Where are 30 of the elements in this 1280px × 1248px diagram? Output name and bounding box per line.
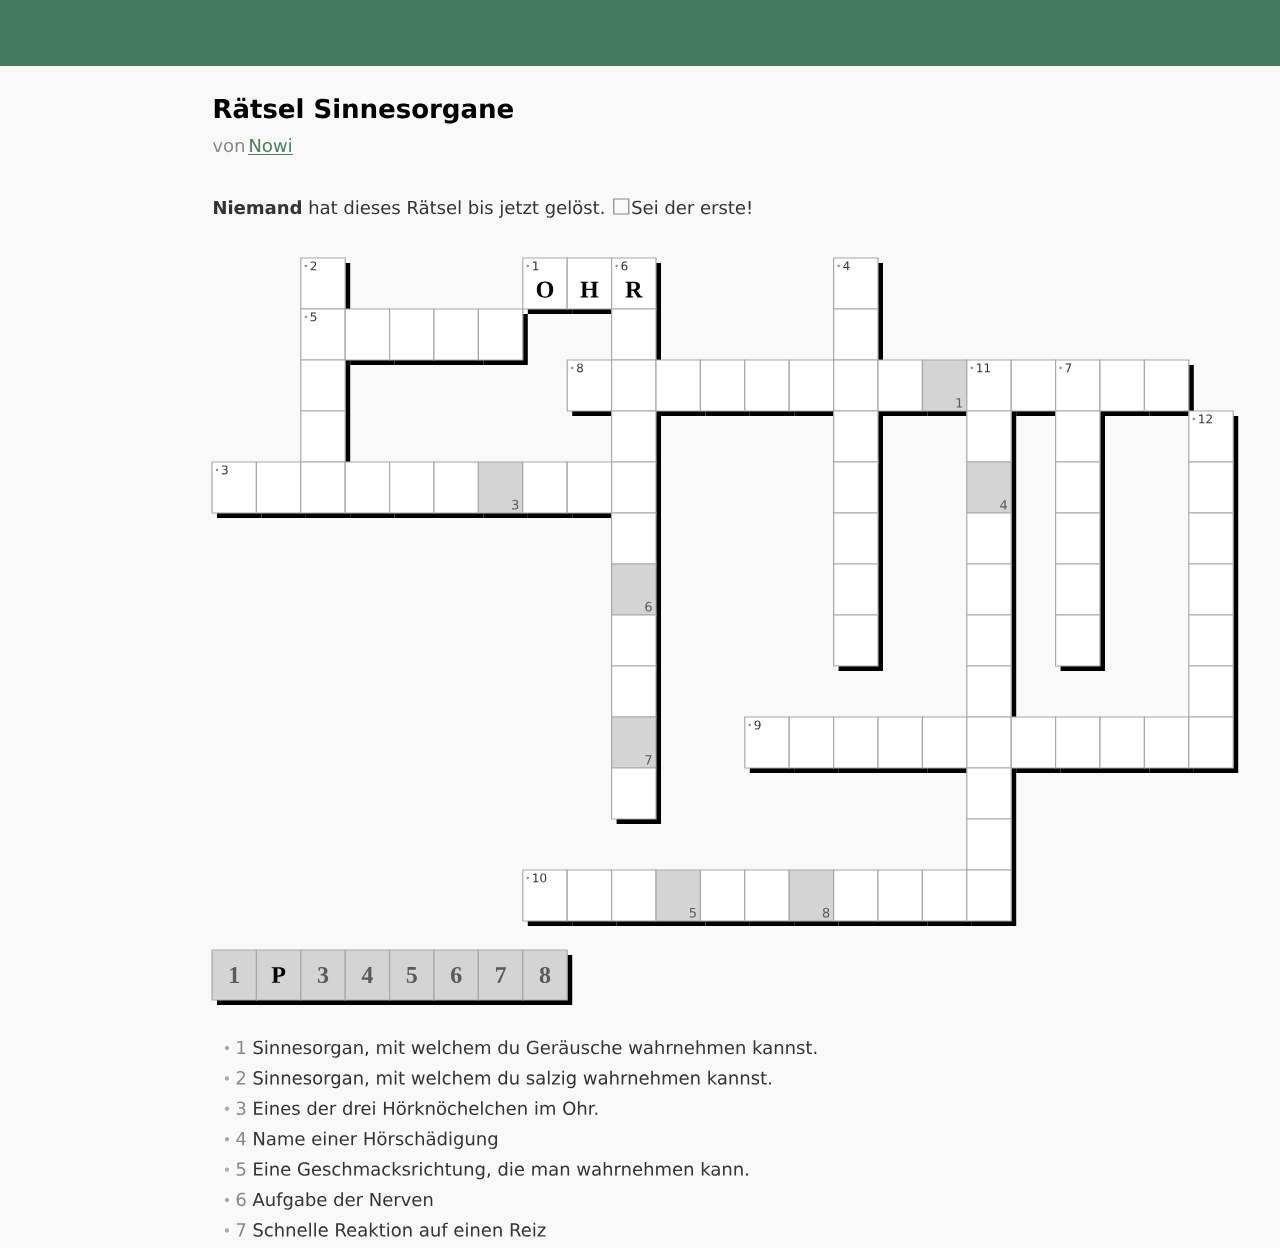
clue-text: Aufgabe der Nerven <box>252 1192 433 1210</box>
clue-number: 6 <box>224 1192 246 1207</box>
solution-letter: 5 <box>406 967 417 983</box>
clue-number: 4 <box>224 1132 246 1146</box>
solution-letter: 3 <box>317 966 329 984</box>
solution-letter: 1 <box>230 967 239 983</box>
clue-number: 2 <box>224 1071 246 1085</box>
status-text: Sei der erste! <box>632 200 751 215</box>
clue-text: Eine Geschmacksrichtung, die man wahrnehmen kann. <box>254 1161 748 1180</box>
solution-letter: 6 <box>451 966 462 984</box>
clue-text: Sinnesorgan, mit welchem du Geräusche wahrnehmen kannst. <box>253 1040 817 1058</box>
clue-text: Sinnesorgan, mit welchem du salzig wahrnehmen kannst. <box>253 1070 771 1089</box>
clue-text: Schnelle Reaktion auf einen Reiz <box>253 1222 546 1237</box>
solution-letter: 4 <box>361 967 373 983</box>
clue-number: 5 <box>224 1162 246 1176</box>
grid-letter: O <box>536 281 554 298</box>
status-text: Niemand hat dieses Rätsel bis jetzt gelöst. <box>214 200 604 218</box>
author-link: Nowi <box>250 138 291 153</box>
grid-letter: H <box>580 281 599 298</box>
solution-letter: 7 <box>496 967 506 983</box>
clue-number: 3 <box>224 1101 246 1116</box>
grid-letter: R <box>625 281 643 298</box>
byline-text: von <box>212 141 244 153</box>
clue-number: 7 <box>224 1223 246 1237</box>
solution-letter: 8 <box>539 966 551 984</box>
clue-text: Eines der drei Hörknöchelchen im Ohr. <box>254 1101 598 1116</box>
clue-number: 1 <box>224 1040 246 1054</box>
clue-text: Name einer Hörschädigung <box>254 1131 498 1149</box>
puzzle-title: Rätsel Sinnesorgane <box>214 97 513 124</box>
solution-letter: P <box>271 967 286 983</box>
